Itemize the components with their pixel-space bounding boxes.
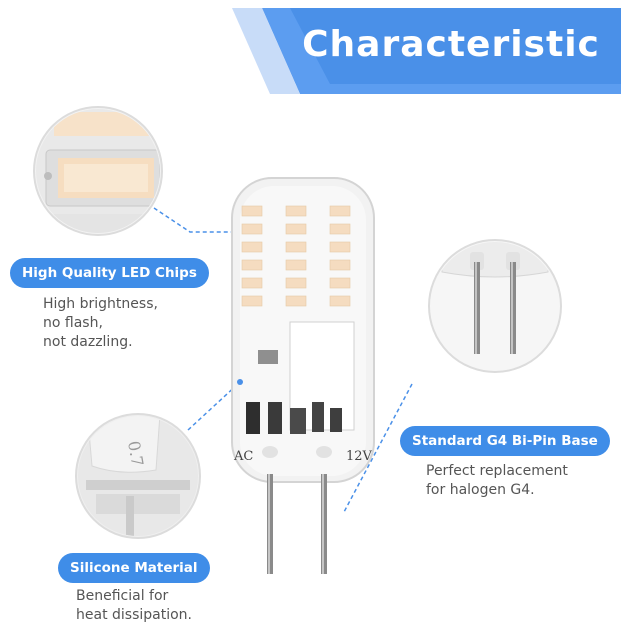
bulb-ac-marking: AC	[233, 449, 253, 464]
feature-label-bi-pin: Standard G4 Bi-Pin Base	[400, 426, 610, 456]
silicone-closeup: 0.7	[75, 413, 201, 539]
feature-description-silicone: Beneficial for heat dissipation.	[76, 588, 192, 623]
feature-description-bi-pin: Perfect replacement for halogen G4.	[426, 463, 568, 498]
banner-title: Characteristic	[302, 24, 600, 65]
bulb-12v-marking: 12V	[346, 449, 373, 464]
closeup-marking: 0.7	[124, 439, 147, 467]
led-chip-closeup	[33, 106, 163, 236]
led-chip-grid	[241, 205, 351, 307]
g4-bulb: AC 12V	[231, 177, 375, 574]
feature-label-led-chips: High Quality LED Chips	[10, 258, 209, 288]
bi-pin-closeup	[428, 239, 562, 373]
feature-description-led-chips: High brightness, no flash, not dazzling.	[43, 296, 158, 350]
feature-label-silicone: Silicone Material	[58, 553, 210, 583]
banner-ribbon	[232, 8, 621, 94]
